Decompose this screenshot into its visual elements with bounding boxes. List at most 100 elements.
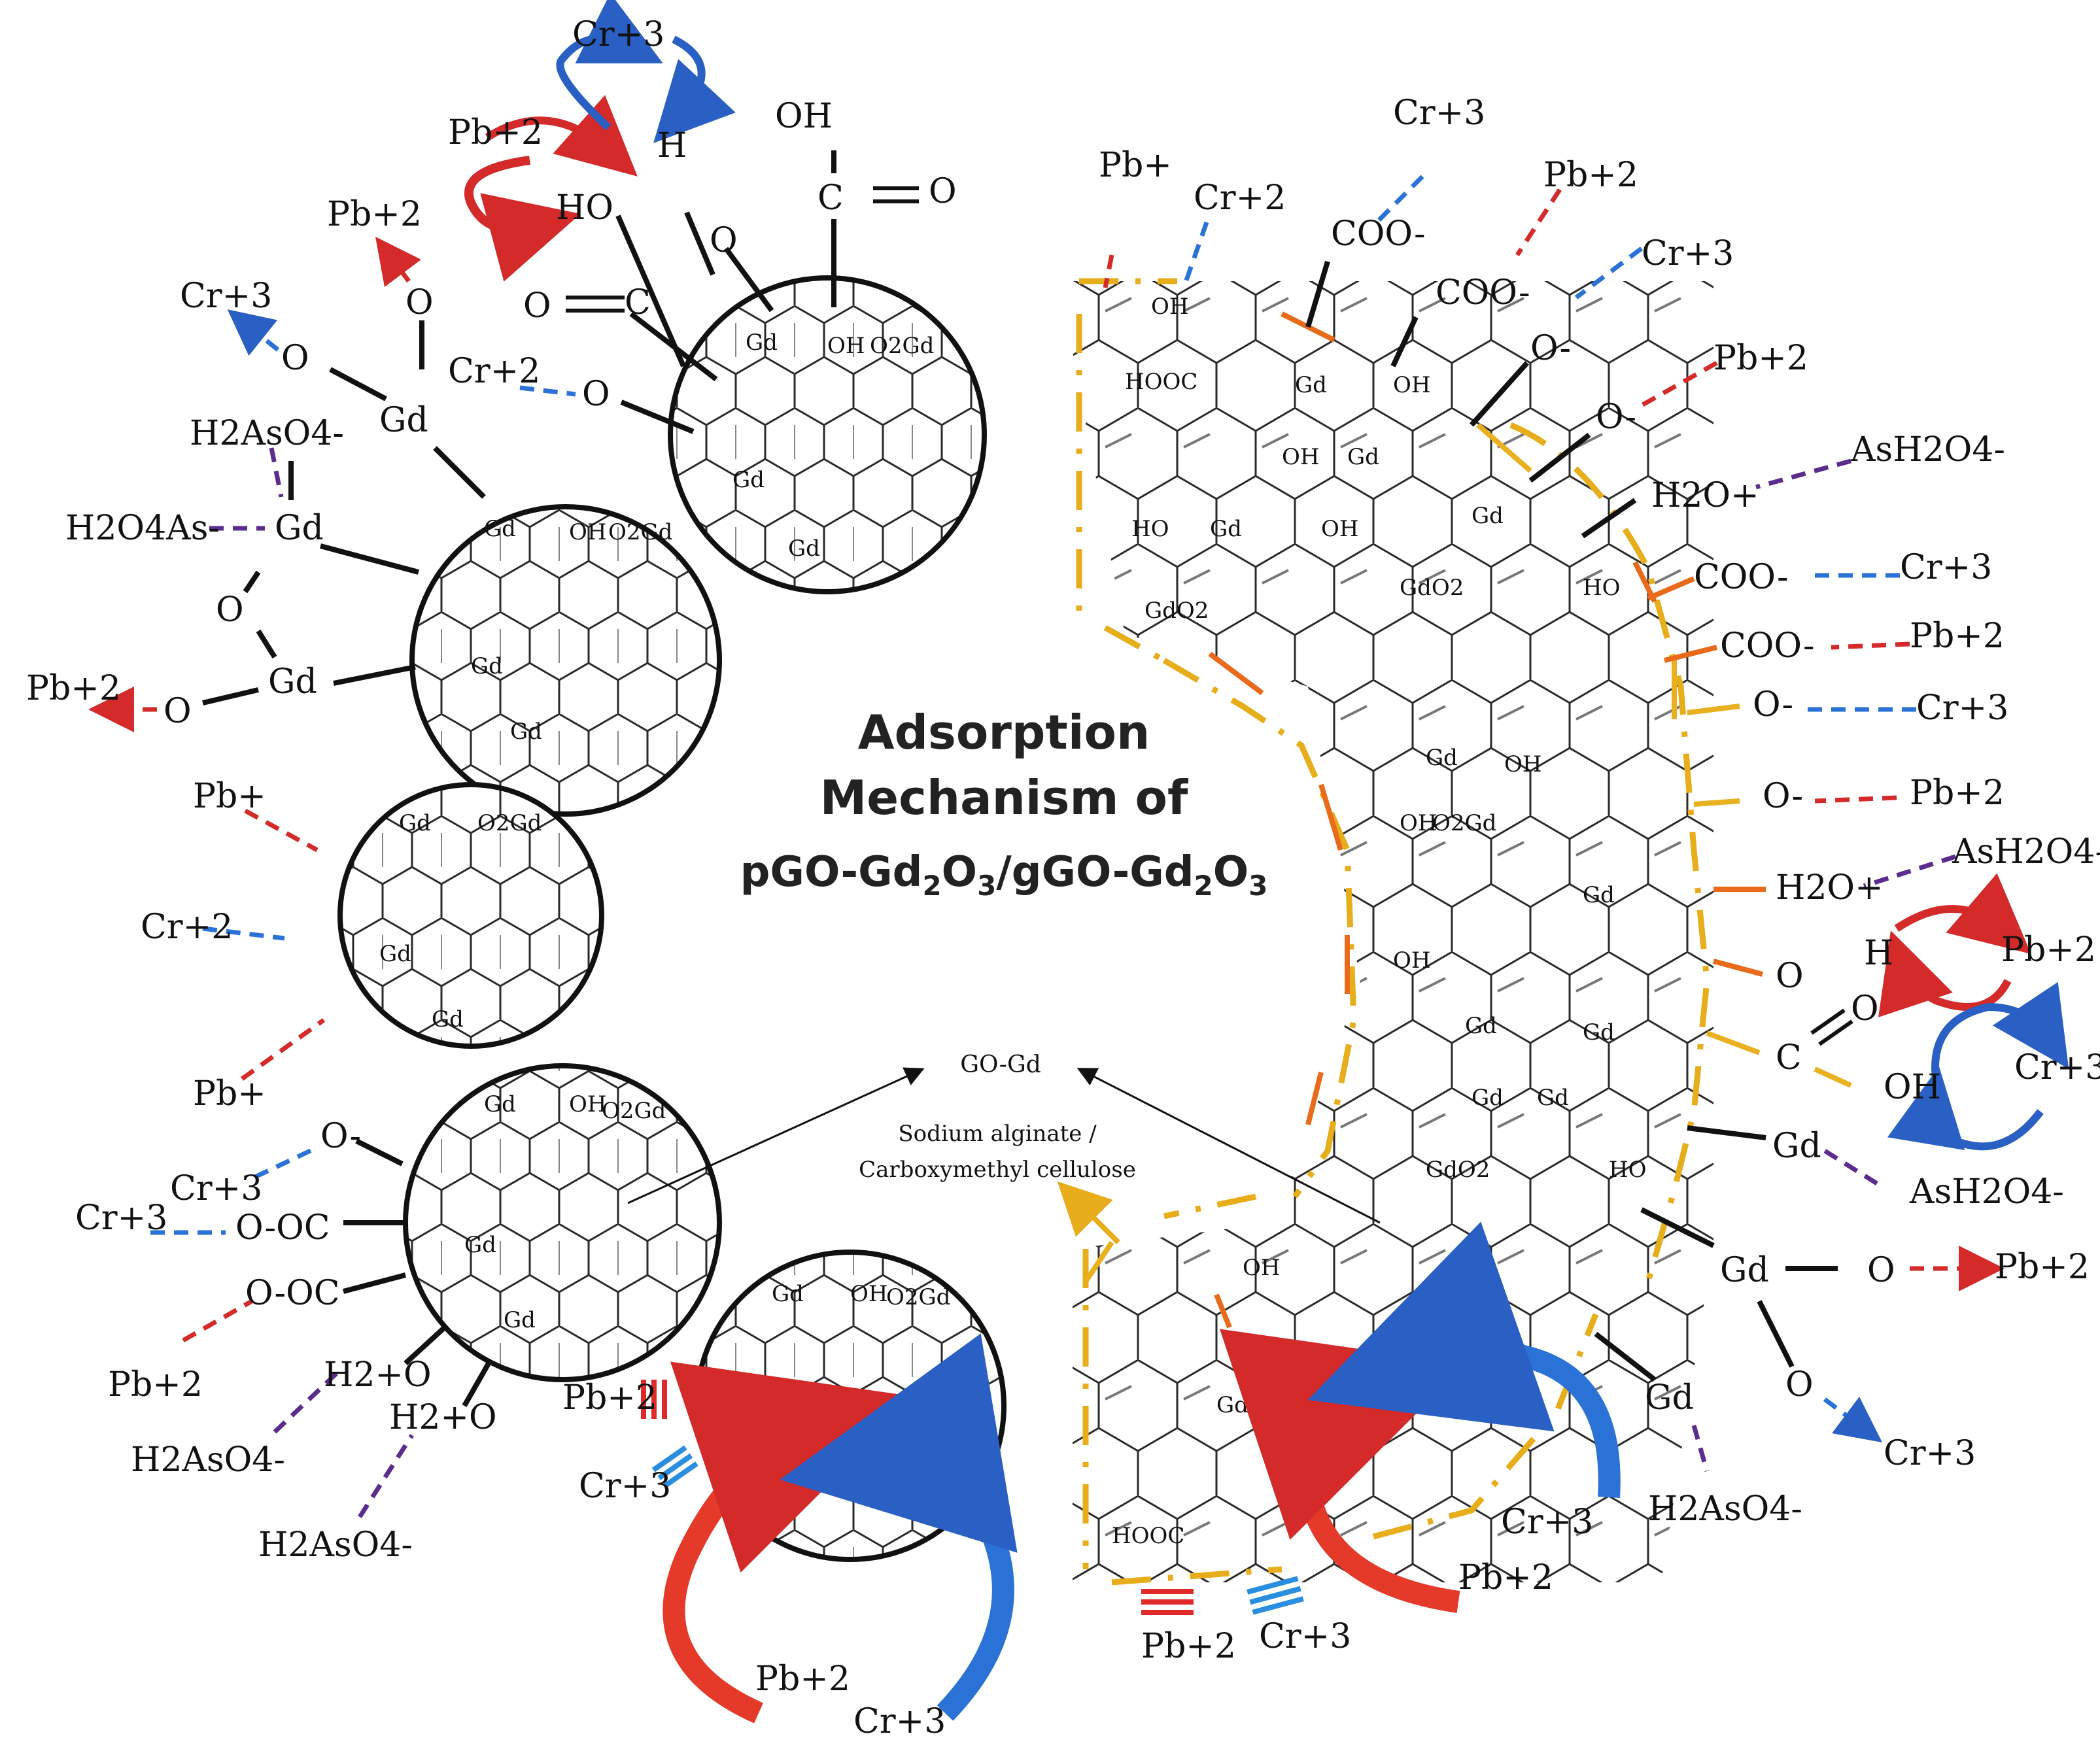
sheet-label: Gd	[471, 653, 503, 679]
ion-pb2-label: Pb+2	[1713, 339, 1808, 378]
sheet-label: OH	[1393, 947, 1431, 974]
ion-cr3-label: Cr+3	[1916, 689, 2008, 728]
sheet-label: Gd	[484, 1091, 516, 1117]
lead-exchange-arrow	[1878, 930, 2012, 1017]
ion-pb2-label: Pb+2	[26, 669, 121, 708]
ion-ash2o4-label: AsH2O4-	[1850, 430, 2005, 469]
sheet-label: HOOC	[1125, 369, 1197, 395]
group-o-label: O	[216, 590, 244, 630]
sheet-label: OH	[1400, 1392, 1437, 1418]
group-o-minus-oc-label: O-OC	[245, 1274, 340, 1313]
group-coo-label: COO-	[1436, 273, 1530, 313]
sheet-label: O2Gd	[602, 1098, 666, 1124]
ion-h2aso4-label: H2AsO4-	[1648, 1489, 1802, 1529]
graphene-oxide-sheet-large: OH HOOC Gd OH OH Gd HO Gd OH Gd GdO2 GdO…	[1059, 281, 1713, 1582]
sheet-circle-lower-left: Gd OH O2Gd Gd Gd	[403, 1063, 722, 1382]
title-line-3: pGO-Gd2O3/gGO-Gd2O3	[740, 848, 1268, 902]
lead-exchange-arrow	[1894, 873, 2031, 955]
sheet-label: GdO2	[1216, 1392, 1281, 1418]
sheet-label: Gd	[1426, 745, 1458, 771]
sheet-label: Gd	[1465, 1013, 1497, 1039]
chromium-exchange-arrow	[653, 35, 736, 143]
ion-cr3-label: Cr+3	[1259, 1617, 1351, 1656]
sheet-label: Gd	[1583, 882, 1615, 908]
group-o-label: O	[1867, 1251, 1895, 1290]
group-oh-label: OH	[775, 97, 833, 136]
chromium-exchange-arrow	[1307, 1221, 1621, 1498]
ion-ash2o4-label: AsH2O4-	[1952, 832, 2100, 872]
lead-exchange-arrow	[485, 95, 638, 177]
sheet-label: OH	[837, 1418, 875, 1444]
group-o-label: O	[582, 375, 610, 414]
ion-cr3-label: Cr+3	[1642, 234, 1734, 273]
sheet-label: HO	[1609, 1157, 1647, 1183]
sheet-circle-upper-left: Gd OH O2Gd Gd Gd	[409, 504, 722, 817]
ion-cr3-label: Cr+3	[180, 277, 272, 316]
group-o-minus-oc-label: O-OC	[235, 1208, 330, 1248]
sheet-label: Gd	[484, 516, 516, 542]
title-line-1: Adsorption	[858, 705, 1150, 760]
ion-cr3-label: Cr+3	[75, 1199, 167, 1238]
ion-pb2-label: Pb+2	[755, 1659, 850, 1699]
group-oh-label: OH	[1884, 1068, 1941, 1107]
group-h2o-label: H2+O	[324, 1355, 432, 1395]
sheet-label: O2Gd	[886, 1284, 950, 1310]
group-o-label: O	[710, 221, 738, 260]
sheet-label: OH	[569, 519, 607, 545]
group-o-label: O	[281, 339, 309, 378]
sheet-label: O2Gd	[477, 810, 542, 836]
sheet-label: OH	[1151, 294, 1189, 320]
group-o-label: O	[405, 283, 434, 322]
ion-cr2-label: Cr+2	[141, 908, 233, 947]
sheet-label: Gd	[464, 1232, 496, 1258]
sheet-label: OH	[827, 333, 865, 359]
right-labels: Pb+ Cr+2 Cr+3 COO- Pb+2 COO- Cr+3 O- Pb+…	[1099, 94, 2100, 1666]
ion-pb2-label: Pb+2	[327, 195, 422, 234]
ion-pb2-label: Pb+2	[448, 113, 543, 152]
group-o-label: O	[929, 172, 957, 211]
sheet-label: O2Gd	[1439, 1392, 1503, 1418]
sodium-alginate-label: Sodium alginate /	[898, 1121, 1097, 1147]
ion-pb1-label: Pb+	[193, 777, 266, 816]
bonds	[202, 150, 1853, 1407]
group-o-minus-label: O-	[1530, 329, 1571, 368]
group-c-label: C	[818, 179, 844, 218]
ion-pb2-label: Pb+2	[1995, 1248, 2090, 1287]
sheet-label: GdO2	[1145, 598, 1209, 624]
ion-pb2-label: Pb+2	[1458, 1558, 1553, 1597]
chromium-exchange-arrow	[1931, 981, 2069, 1080]
sheet-label: OH	[1400, 810, 1437, 836]
lead-stripe	[651, 1380, 657, 1419]
ion-cr2-label: Cr+2	[448, 352, 540, 391]
polymer-coating-outline	[1076, 278, 1710, 1586]
ion-pb2-label: Pb+2	[1910, 774, 2005, 813]
sheet-label: HOOC	[1112, 1523, 1184, 1549]
group-o-label: O	[1776, 957, 1804, 996]
carboxymethyl-cellulose-label: Carboxymethyl cellulose	[859, 1157, 1136, 1183]
sheet-label: Gd	[432, 1006, 464, 1032]
sheet-label: O2Gd	[608, 519, 672, 545]
chromium-exchange-arrow	[556, 0, 663, 131]
ion-cr3-label: Cr+3	[1884, 1434, 1976, 1473]
group-gd-label: Gd	[1720, 1251, 1769, 1290]
sheet-label: OH	[850, 1281, 888, 1307]
sheet-label: Gd	[1210, 516, 1242, 542]
group-h2o-label: H2+O	[389, 1398, 497, 1437]
sheet-circle-top: Gd OH O2Gd Gd Gd	[668, 275, 987, 594]
sheet-label: Gd	[1295, 372, 1327, 398]
sheet-label: Gd	[399, 810, 431, 836]
sheet-label: Gd	[379, 941, 411, 967]
ion-cr3-label: Cr+3	[2014, 1048, 2100, 1087]
sheet-label: Gd	[1472, 503, 1504, 529]
sheet-label: Gd	[772, 1281, 804, 1307]
ion-cr3-label: Cr+3	[579, 1467, 671, 1506]
group-o-label: O	[1851, 989, 1879, 1029]
ion-pb1-label: Pb+	[1099, 146, 1172, 185]
ion-pb1-label: Pb+	[193, 1074, 266, 1114]
group-gd-label: Gd	[1772, 1127, 1821, 1166]
ion-cr3-label: Cr+3	[1900, 548, 1992, 587]
sheet-label: O2Gd	[870, 333, 934, 359]
exchange-arrows	[464, 0, 2069, 1724]
group-h-label: H	[1864, 934, 1893, 973]
group-gd-label: Gd	[379, 401, 428, 440]
